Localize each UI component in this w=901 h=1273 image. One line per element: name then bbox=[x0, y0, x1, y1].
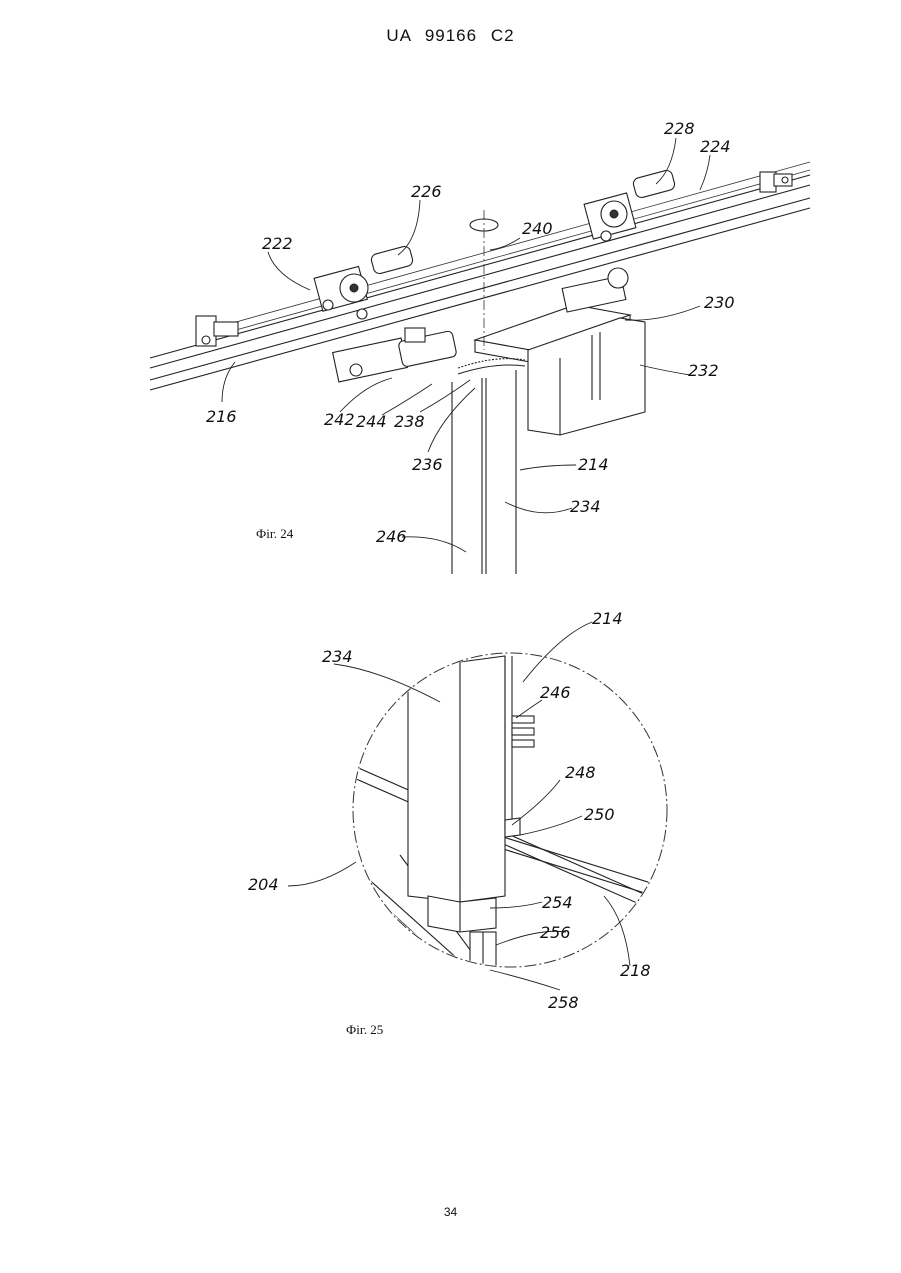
carriage-228 bbox=[584, 169, 676, 241]
gear-ring-238 bbox=[458, 359, 525, 374]
drive-unit-242 bbox=[333, 328, 457, 382]
ref-label-218: 218 bbox=[620, 961, 651, 980]
figure-25-drawing: 214 234 246 248 250 204 254 256 218 258 … bbox=[0, 590, 901, 1050]
upper-rail-track bbox=[200, 170, 810, 340]
ref-label-228: 228 bbox=[664, 119, 695, 138]
ref-label-238: 238 bbox=[394, 412, 425, 431]
ref-label-222: 222 bbox=[262, 234, 293, 253]
ref-label-250: 250 bbox=[584, 805, 615, 824]
ref-label-234: 234 bbox=[322, 647, 353, 666]
ref-label-214: 214 bbox=[592, 609, 623, 628]
patent-header: UA 99166 C2 bbox=[0, 26, 901, 46]
ref-label-240: 240 bbox=[522, 219, 553, 238]
ref-label-256: 256 bbox=[540, 923, 571, 942]
ref-label-246: 246 bbox=[540, 683, 571, 702]
figure-24-caption: Фіг. 24 bbox=[256, 526, 294, 541]
page-number: 34 bbox=[0, 1205, 901, 1219]
ref-label-216: 216 bbox=[206, 407, 237, 426]
column-246 bbox=[505, 656, 512, 830]
carriage-222 bbox=[314, 245, 414, 319]
ref-label-234: 234 bbox=[570, 497, 601, 516]
ref-label-236: 236 bbox=[412, 455, 443, 474]
ref-label-242: 242 bbox=[324, 410, 355, 429]
rail-end-clamp-right bbox=[760, 172, 792, 192]
ref-label-230: 230 bbox=[704, 293, 735, 312]
figure-24-drawing: 228 224 226 222 240 230 232 216 242 244 … bbox=[0, 100, 901, 580]
ref-label-204: 204 bbox=[248, 875, 279, 894]
ref-label-254: 254 bbox=[542, 893, 573, 912]
upper-rail-edge bbox=[150, 175, 810, 358]
ref-label-232: 232 bbox=[688, 361, 719, 380]
ref-label-226: 226 bbox=[411, 182, 442, 201]
ref-label-244: 244 bbox=[356, 412, 387, 431]
rail-end-clamp-left bbox=[196, 316, 238, 346]
figure-25-caption: Фіг. 25 bbox=[346, 1022, 383, 1037]
brackets bbox=[512, 716, 534, 747]
ref-label-246: 246 bbox=[376, 527, 407, 546]
ref-label-258: 258 bbox=[548, 993, 579, 1012]
telescopic-section-254 bbox=[428, 896, 496, 972]
ref-label-224: 224 bbox=[700, 137, 731, 156]
ref-label-248: 248 bbox=[565, 763, 596, 782]
ref-label-214: 214 bbox=[578, 455, 609, 474]
